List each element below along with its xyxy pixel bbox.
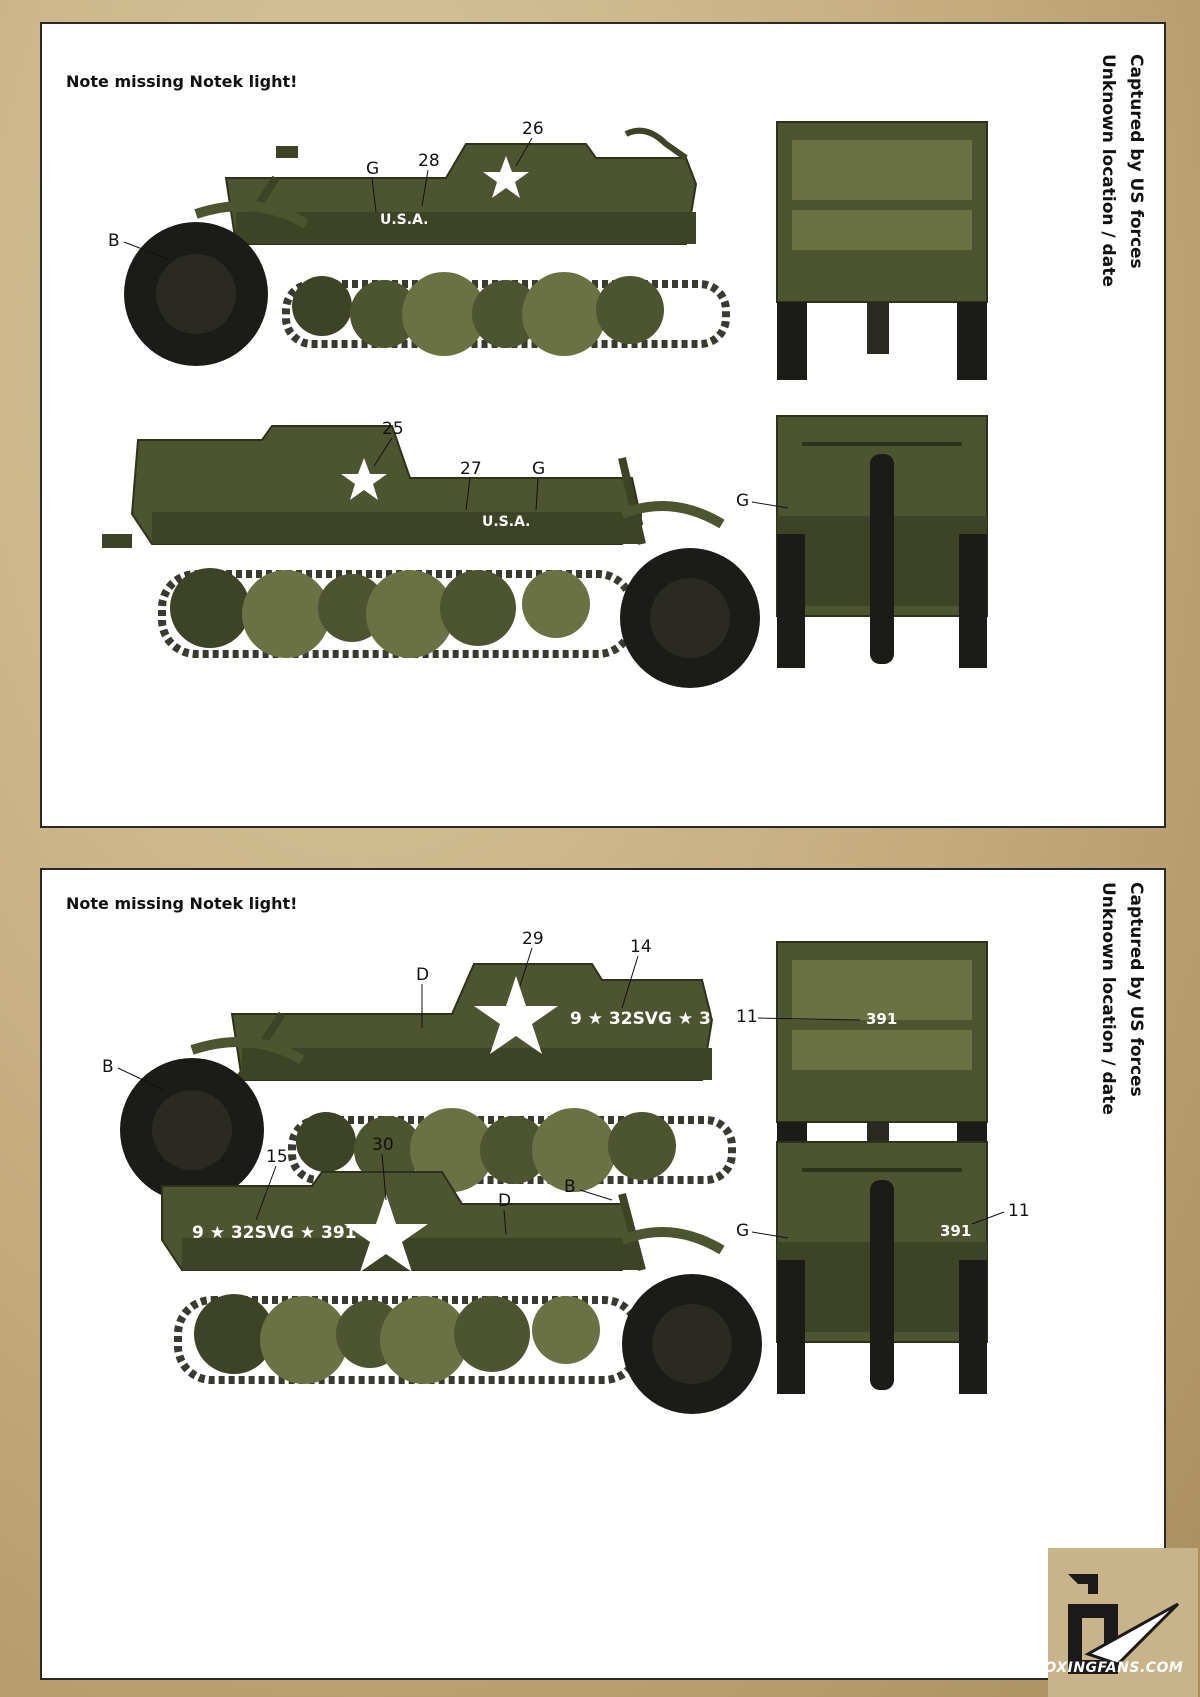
white-star-insignia: [474, 976, 558, 1054]
callout-b: B: [564, 1177, 576, 1197]
callouts: B G 28 26: [108, 119, 544, 260]
vehicle-side-view-right: U.S.A. 25 27 G: [102, 419, 760, 688]
track-assembly: [158, 568, 636, 658]
track-assembly: [282, 272, 730, 356]
side-note: Captured by US forces Unknown location / …: [1086, 54, 1156, 324]
front-wheel: [120, 1058, 264, 1202]
side-note-line-2: Unknown location / date: [1098, 54, 1118, 287]
callout-15: 15: [266, 1147, 288, 1167]
front-plate: 391: [866, 1010, 897, 1028]
vehicle-rear-view: G: [736, 415, 988, 668]
hull-marking: 9 ★ 32SVG ★ 391: [192, 1223, 356, 1243]
profile-panel-1: Note missing Notek light! Captured by US…: [40, 22, 1166, 828]
callouts: B D 29 14: [102, 929, 652, 1091]
callout-25: 25: [382, 419, 404, 439]
callout-27: 27: [460, 459, 482, 479]
callouts: 15 30 D B: [255, 1135, 613, 1235]
callout-g: G: [736, 491, 749, 511]
hull-marking: 9 ★ 32SVG ★ 391: [570, 1009, 734, 1029]
vehicle-front-view: [776, 121, 988, 380]
white-star-insignia: [483, 156, 529, 198]
publisher-logo: [1048, 1548, 1198, 1697]
white-star-insignia: [344, 1194, 428, 1272]
vehicle-body: [102, 425, 725, 548]
hull-marking: U.S.A.: [482, 514, 531, 530]
panel-note: Note missing Notek light!: [66, 894, 298, 913]
callout-g: G: [736, 1221, 749, 1241]
callout-b: B: [108, 231, 120, 251]
callout-11: 11: [736, 1007, 758, 1027]
vehicle-body: [194, 127, 698, 257]
panel-note: Note missing Notek light!: [66, 72, 298, 91]
callout-11: 11: [1008, 1201, 1030, 1221]
side-note: Captured by US forces Unknown location / …: [1086, 882, 1156, 1152]
vehicle-body: [190, 963, 714, 1093]
hull-marking: U.S.A.: [380, 212, 429, 228]
white-star-insignia: [341, 458, 387, 500]
side-note-line-1: Captured by US forces: [1126, 54, 1146, 269]
vehicle-rear-view: 391 G 11: [736, 1141, 1030, 1394]
vehicle-side-view-right: 9 ★ 32SVG ★ 391 15 30 D B: [161, 1135, 762, 1414]
callout-28: 28: [418, 151, 440, 171]
front-wheel: [622, 1274, 762, 1414]
callout-29: 29: [522, 929, 544, 949]
callout-d: D: [416, 965, 429, 985]
logo-icon: [1068, 1574, 1180, 1674]
front-wheel: [124, 222, 268, 366]
callout-d: D: [498, 1191, 511, 1211]
callout-14: 14: [630, 937, 652, 957]
callout-g: G: [532, 459, 545, 479]
track-assembly: [174, 1294, 642, 1384]
callout-26: 26: [522, 119, 544, 139]
callouts: 25 27 G: [373, 419, 545, 511]
callout-30: 30: [372, 1135, 394, 1155]
rear-plate: 391: [940, 1222, 971, 1240]
track-assembly: [288, 1108, 736, 1192]
vehicle-side-view-left: U.S.A. B G 28 26: [108, 119, 730, 366]
callout-g: G: [366, 159, 379, 179]
vehicle-side-view-left: 9 ★ 32SVG ★ 391 B D 29 14: [102, 929, 736, 1202]
side-note-line-1: Captured by US forces: [1126, 882, 1146, 1097]
front-wheel: [620, 548, 760, 688]
watermark-text: MOXINGFANS.COM: [1030, 1660, 1184, 1676]
vehicle-body: [161, 1171, 725, 1272]
side-note-line-2: Unknown location / date: [1098, 882, 1118, 1115]
callout-b: B: [102, 1057, 114, 1077]
profile-panel-2: Note missing Notek light! Captured by US…: [40, 868, 1166, 1680]
